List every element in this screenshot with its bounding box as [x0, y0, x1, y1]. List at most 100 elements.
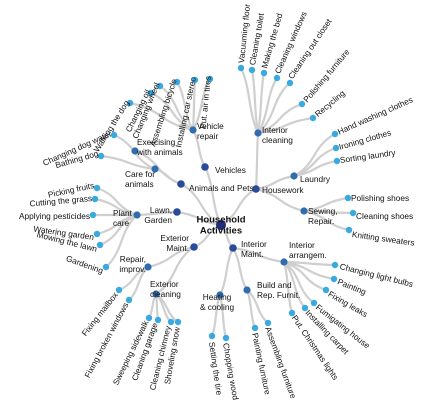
node-gardening[interactable]	[102, 263, 110, 271]
node-walking-the-dog[interactable]	[126, 99, 134, 107]
label-hand-washing-clothes: Hand washing clothes	[336, 94, 414, 136]
node-hand-washing-clothes[interactable]	[331, 130, 339, 138]
node-cleaning-out-closet[interactable]	[286, 79, 294, 87]
link-build-and-rep-furnit	[231, 246, 249, 292]
link-assembling-bicycle	[175, 80, 195, 132]
node-bathing-dog[interactable]	[97, 152, 105, 160]
link-fixing-broken-windows	[127, 265, 150, 302]
node-applying-pesticides[interactable]	[89, 211, 97, 219]
link-changing-oil	[149, 91, 195, 132]
node-plant-care[interactable]	[133, 211, 141, 219]
node-interior-maint[interactable]	[229, 244, 237, 252]
node-cutting-the-grass[interactable]	[91, 195, 99, 203]
node-assembling-furniture[interactable]	[264, 319, 272, 327]
link-recycling	[256, 116, 315, 135]
node-laundry[interactable]	[290, 172, 298, 180]
node-mowing-the-lawn[interactable]	[96, 241, 104, 249]
label-vehicles: Vehicles	[215, 165, 246, 175]
node-knitting-sweaters[interactable]	[345, 226, 353, 234]
label-lawn-garden: Lawn,Garden	[144, 205, 172, 225]
node-polishing-shoes[interactable]	[344, 194, 352, 202]
node-assembling-bicycle[interactable]	[173, 78, 181, 86]
link-care-for-animals	[153, 167, 183, 186]
node-cleaning-shoes[interactable]	[349, 209, 357, 217]
node-cleaning-windows[interactable]	[273, 74, 281, 82]
node-painting-furniture[interactable]	[251, 324, 259, 332]
link-painting	[282, 260, 336, 281]
node-fixing-mailbox[interactable]	[115, 286, 123, 294]
node-exercising-with-animals[interactable]	[131, 147, 139, 155]
node-watering-garden[interactable]	[93, 230, 101, 238]
link-exterior-maint	[192, 223, 223, 249]
node-shoveling-snow[interactable]	[174, 318, 182, 326]
label-gardening: Gardening	[65, 253, 105, 276]
link-animals-and-pets	[179, 182, 223, 227]
node-sweeping-sidewalk[interactable]	[145, 314, 153, 322]
node-sewing-repair[interactable]	[300, 207, 308, 215]
node-setting-the-tire[interactable]	[208, 332, 216, 340]
link-assembling-furniture	[245, 288, 270, 325]
link-gardening	[104, 213, 139, 269]
node-installing-carpet[interactable]	[301, 304, 309, 312]
link-put-air-in-tires	[191, 77, 212, 132]
link-cleaning-toilet	[250, 68, 260, 135]
link-knitting-sweaters	[302, 209, 351, 232]
node-repair-improv[interactable]	[144, 263, 152, 271]
node-interior-cleaning[interactable]	[254, 129, 262, 137]
node-build-and-rep-furnit[interactable]	[243, 286, 251, 294]
link-hand-washing-clothes	[292, 132, 337, 178]
node-making-the-bed[interactable]	[260, 69, 268, 77]
node-painting[interactable]	[330, 275, 338, 283]
node-changing-wheel[interactable]	[156, 82, 164, 90]
node-picking-fruits[interactable]	[93, 184, 101, 192]
link-making-the-bed	[256, 71, 266, 135]
node-heating-and-cooling[interactable]	[216, 291, 224, 299]
node-put-air-in-tires[interactable]	[206, 75, 214, 83]
node-vehicle-repair[interactable]	[189, 126, 197, 134]
node-fumigating-house[interactable]	[310, 299, 318, 307]
label-heating-and-cooling: Heating& cooling	[200, 292, 235, 312]
node-changing-oil[interactable]	[147, 89, 155, 97]
label-applying-pesticides: Applying pesticides	[19, 211, 90, 221]
link-fixing-mailbox	[117, 265, 150, 292]
label-cutting-the-grass: Cutting the grass	[29, 193, 92, 208]
node-fixing-leaks[interactable]	[322, 286, 330, 294]
node-installing-car-stereo[interactable]	[191, 76, 199, 84]
node-sorting-laundry[interactable]	[333, 157, 341, 165]
node-put-christmas-lights[interactable]	[288, 309, 296, 317]
nodes-layer	[89, 64, 357, 342]
node-recycling[interactable]	[309, 114, 317, 122]
node-cleaning-chimney[interactable]	[167, 318, 175, 326]
label-repair-improv: Repair,improv.	[119, 254, 146, 274]
label-setting-the-tire: Setting the tire	[207, 341, 224, 396]
link-changing-wheel	[158, 84, 195, 132]
node-care-for-animals[interactable]	[151, 165, 159, 173]
node-household-activities[interactable]	[216, 220, 226, 230]
link-cleaning-windows	[256, 76, 279, 135]
node-fixing-broken-windows[interactable]	[125, 296, 133, 304]
node-changing-light-bulbs[interactable]	[331, 261, 339, 269]
node-vehicles[interactable]	[201, 163, 209, 171]
node-cleaning-toilet[interactable]	[248, 66, 256, 74]
node-lawn-garden[interactable]	[173, 208, 181, 216]
node-changing-dog-water[interactable]	[110, 131, 118, 139]
node-ironing-clothes[interactable]	[332, 144, 340, 152]
link-vehicle-repair	[191, 128, 207, 169]
node-interior-arrangem[interactable]	[280, 258, 288, 266]
node-chopping-wood[interactable]	[222, 334, 230, 342]
node-cleaning-garage[interactable]	[154, 316, 162, 324]
node-vacuuming-floor[interactable]	[237, 64, 245, 72]
node-housework[interactable]	[252, 185, 260, 193]
link-fixing-leaks	[282, 260, 328, 292]
node-exterior-cleaning[interactable]	[152, 290, 160, 298]
node-polishing-furniture[interactable]	[298, 100, 306, 108]
node-animals-and-pets[interactable]	[177, 180, 185, 188]
link-cleaning-out-closet	[256, 81, 292, 135]
label-sewing-repair: Sewing,Repair.	[308, 206, 338, 226]
node-exterior-maint[interactable]	[190, 243, 198, 251]
